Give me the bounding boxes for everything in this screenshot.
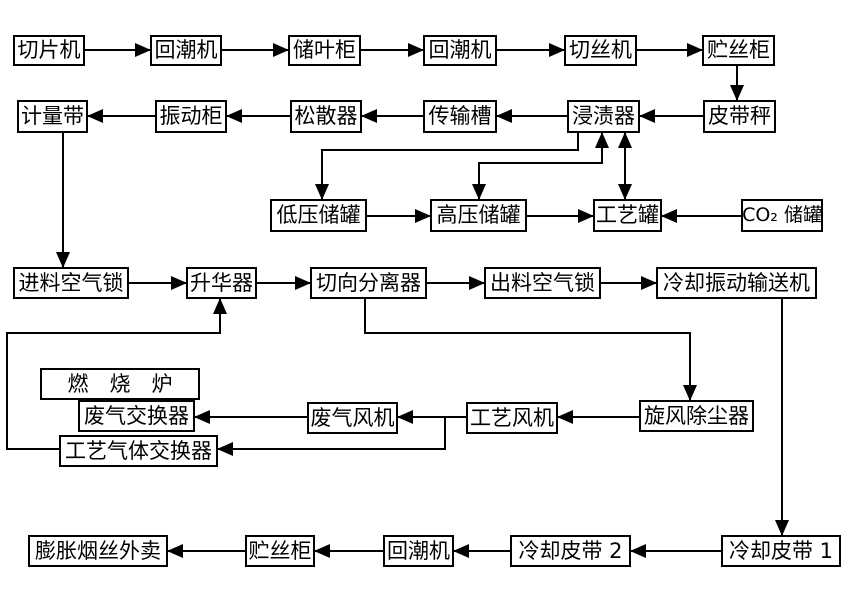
node-loosener: 松散器: [290, 100, 362, 133]
node-high-pressure-tank: 高压储罐: [430, 199, 527, 232]
node-conditioner-3: 回潮机: [383, 535, 454, 567]
node-cut-tobacco-storage-bottom: 贮丝柜: [245, 535, 315, 567]
node-cut-tobacco-storage-top: 贮丝柜: [702, 35, 775, 66]
node-co2-storage-tank: CO₂ 储罐: [741, 199, 823, 232]
node-sublimator: 升华器: [186, 267, 257, 299]
node-cutter: 切丝机: [564, 35, 637, 66]
node-inlet-airlock: 进料空气锁: [13, 267, 129, 299]
node-belt-scale: 皮带秤: [703, 100, 776, 133]
edge-processfan-processgasexchanger: [217, 417, 446, 456]
node-cooling-belt-2: 冷却皮带 2: [510, 535, 631, 567]
node-low-pressure-tank: 低压储罐: [270, 199, 367, 232]
edge-impregnator-lowpressure: [315, 133, 579, 200]
node-process-fan: 工艺风机: [466, 402, 558, 434]
node-tangential-separator: 切向分离器: [310, 267, 427, 299]
node-impregnator: 浸渍器: [567, 100, 640, 133]
node-slicer: 切片机: [13, 35, 85, 66]
node-cyclone-dust-collector: 旋风除尘器: [639, 400, 754, 432]
node-conditioner-1: 回潮机: [150, 35, 222, 66]
node-leaf-storage-cabinet: 储叶柜: [288, 35, 361, 66]
node-expanded-tobacco-sale: 膨胀烟丝外卖: [28, 535, 168, 567]
node-cooling-vibrating-conveyor: 冷却振动输送机: [656, 267, 817, 299]
node-waste-gas-exchanger: 废气交换器: [78, 400, 195, 432]
edge-separator-cyclone: [364, 299, 697, 401]
node-outlet-airlock: 出料空气锁: [484, 267, 601, 299]
node-conditioner-2: 回潮机: [423, 35, 497, 66]
node-process-tank: 工艺罐: [593, 199, 662, 232]
node-metering-belt: 计量带: [17, 100, 88, 133]
node-process-gas-exchanger: 工艺气体交换器: [59, 435, 218, 467]
node-combustion-furnace: 燃 烧 炉: [40, 368, 200, 400]
node-vibrating-cabinet: 振动柜: [155, 100, 227, 133]
edge-highpressure-impregnator-bidir: [472, 132, 609, 200]
node-waste-gas-fan: 废气风机: [307, 402, 398, 434]
node-cooling-belt-1: 冷却皮带 1: [721, 535, 841, 567]
edge-processgasexchanger-sublimator: [6, 298, 227, 450]
node-transfer-chute: 传输槽: [423, 100, 497, 133]
